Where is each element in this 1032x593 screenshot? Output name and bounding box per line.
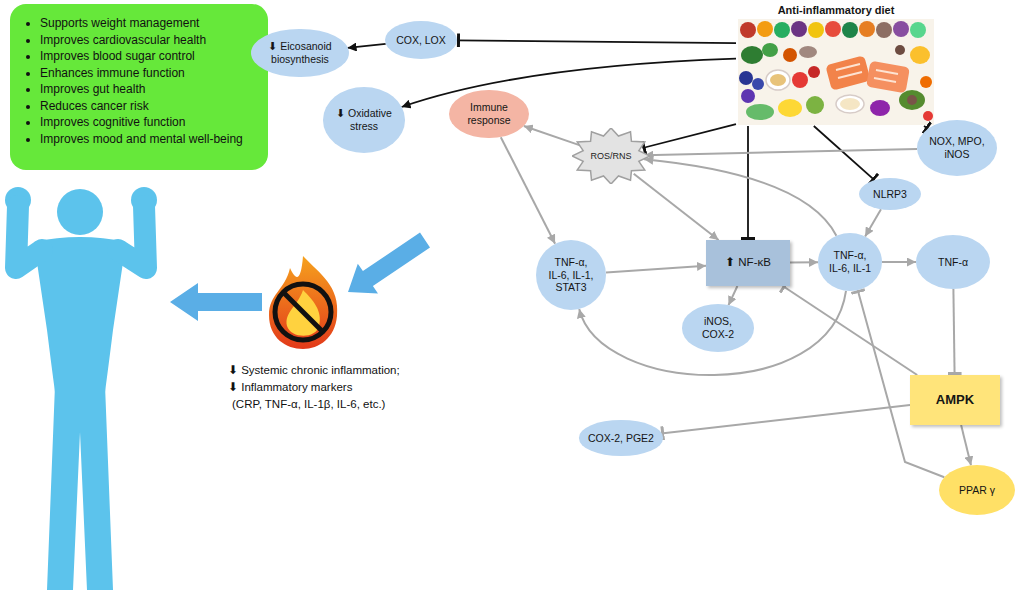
node-label: COX-2, PGE2 bbox=[588, 432, 654, 445]
response-oval: Immune response bbox=[449, 90, 529, 139]
kinase-box: AMPK bbox=[910, 375, 1000, 425]
activation-arrow bbox=[644, 159, 836, 235]
node-label: TNF-α, IL-6, IL-1 bbox=[826, 249, 874, 274]
figure-arms bbox=[16, 206, 146, 268]
figure-legs bbox=[47, 385, 113, 590]
big-arrow bbox=[170, 283, 262, 321]
cytokine-oval: TNF-α, IL-6, IL-1 bbox=[818, 233, 882, 291]
text-group: NLRP3 bbox=[873, 188, 907, 201]
node-label: TNF-α bbox=[938, 256, 968, 269]
node-label: Anti-inflammatory diet bbox=[778, 4, 895, 17]
activation-arrow bbox=[865, 209, 881, 236]
benefit-item: Improves blood sugar control bbox=[40, 48, 245, 65]
node-label: AMPK bbox=[936, 392, 974, 408]
node-label: NOX, MPO, iNOS bbox=[928, 135, 986, 160]
benefit-list: Supports weight managementImproves cardi… bbox=[22, 15, 245, 147]
node-label: ⬇ Eicosanoid biosynthesis bbox=[266, 40, 334, 65]
inhibition-line bbox=[661, 405, 910, 433]
benefit-item: Improves mood and mental well-being bbox=[40, 131, 245, 148]
activation-arrow bbox=[579, 291, 846, 375]
cytokine-oval: TNF-α, IL-6, IL-1, STAT3 bbox=[536, 240, 606, 310]
text-group: Immune response bbox=[461, 101, 517, 126]
receptor-oval: PPAR γ bbox=[939, 465, 1015, 515]
text-group: ⬆ NF-κB bbox=[725, 256, 771, 270]
node-label: ROS/RNS bbox=[590, 151, 631, 162]
inhibition-line bbox=[953, 289, 954, 375]
inhibition-line bbox=[643, 124, 736, 148]
activation-arrow bbox=[606, 266, 706, 273]
text-group: PPAR γ bbox=[959, 484, 995, 497]
big-arrow bbox=[348, 233, 430, 294]
inhibition-line bbox=[747, 126, 749, 240]
human-figure bbox=[5, 187, 157, 590]
node-label: COX, LOX bbox=[396, 34, 446, 47]
activation-arrow bbox=[348, 44, 386, 48]
benefit-item: Reduces cancer risk bbox=[40, 98, 245, 115]
benefit-item: Improves gut health bbox=[40, 81, 245, 98]
text-group: Anti-inflammatory diet bbox=[778, 4, 895, 17]
benefit-item: Improves cardiovascular health bbox=[40, 32, 245, 49]
figure-torso bbox=[34, 237, 126, 392]
note-text: ⬇ Systemic chronic inflammation; bbox=[228, 364, 400, 378]
benefit-item: Enhances immune function bbox=[40, 65, 245, 82]
star-shape bbox=[572, 128, 650, 184]
flame-icon bbox=[269, 256, 337, 349]
text-group: AMPK bbox=[936, 392, 974, 408]
text-group: ⬇ Oxidative stress bbox=[332, 107, 396, 132]
node-label: NLRP3 bbox=[873, 188, 907, 201]
activation-arrow bbox=[501, 137, 555, 244]
benefit-item: Supports weight management bbox=[40, 15, 245, 32]
inhibition-line bbox=[457, 40, 736, 43]
activation-arrow bbox=[882, 261, 916, 263]
text-group: ⬇ Eicosanoid biosynthesis bbox=[266, 40, 334, 65]
activation-arrow bbox=[790, 261, 818, 263]
activation-arrow bbox=[634, 174, 719, 240]
effect-oval: ⬇ Oxidative stress bbox=[323, 87, 405, 153]
inflammasome-oval: NLRP3 bbox=[859, 178, 921, 210]
enzyme-oval: COX, LOX bbox=[385, 21, 457, 59]
enzyme-oval: NOX, MPO, iNOS bbox=[917, 120, 997, 176]
node-label: iNOS, COX-2 bbox=[693, 315, 743, 340]
text-group: TNF-α, IL-6, IL-1, STAT3 bbox=[547, 256, 595, 294]
node-label: TNF-α, IL-6, IL-1, STAT3 bbox=[547, 256, 595, 294]
node-label: ⬇ Oxidative stress bbox=[332, 107, 396, 132]
inhibition-line bbox=[783, 286, 917, 375]
activation-arrow bbox=[524, 126, 581, 146]
text-group: ROS/RNS bbox=[590, 151, 631, 162]
enzyme-oval: iNOS, COX-2 bbox=[682, 304, 754, 352]
effect-oval: ⬇ Eicosanoid biosynthesis bbox=[251, 29, 348, 78]
node-label: PPAR γ bbox=[959, 484, 995, 497]
text-group: TNF-α bbox=[938, 256, 968, 269]
text-group: COX-2, PGE2 bbox=[588, 432, 654, 445]
note-text: ⬇ Inflammatory markers bbox=[228, 381, 352, 395]
factor-box: ⬆ NF-κB bbox=[706, 240, 790, 286]
activation-arrow bbox=[961, 425, 971, 465]
inhibition-line bbox=[814, 126, 875, 180]
text-group: NOX, MPO, iNOS bbox=[928, 135, 986, 160]
food-photo bbox=[738, 19, 934, 125]
node-label: Immune response bbox=[461, 101, 517, 126]
node-label: ⬆ NF-κB bbox=[725, 256, 771, 270]
radical-star: ROS/RNS bbox=[572, 128, 650, 184]
activation-arrow bbox=[729, 286, 738, 305]
cytokine-oval: TNF-α bbox=[916, 235, 990, 289]
text-group: COX, LOX bbox=[396, 34, 446, 47]
figure-head bbox=[57, 189, 103, 235]
activation-arrow bbox=[402, 59, 736, 107]
text-group: TNF-α, IL-6, IL-1 bbox=[826, 249, 874, 274]
note-text: (CRP, TNF-α, IL-1β, IL-6, etc.) bbox=[232, 398, 385, 412]
benefit-item: Improves cognitive function bbox=[40, 114, 245, 131]
diet-panel: Anti-inflammatory diet bbox=[736, 2, 936, 126]
benefit-box: Supports weight managementImproves cardi… bbox=[10, 4, 268, 170]
enzyme-oval: COX-2, PGE2 bbox=[579, 420, 662, 455]
activation-arrow bbox=[645, 149, 918, 155]
text-group: iNOS, COX-2 bbox=[693, 315, 743, 340]
